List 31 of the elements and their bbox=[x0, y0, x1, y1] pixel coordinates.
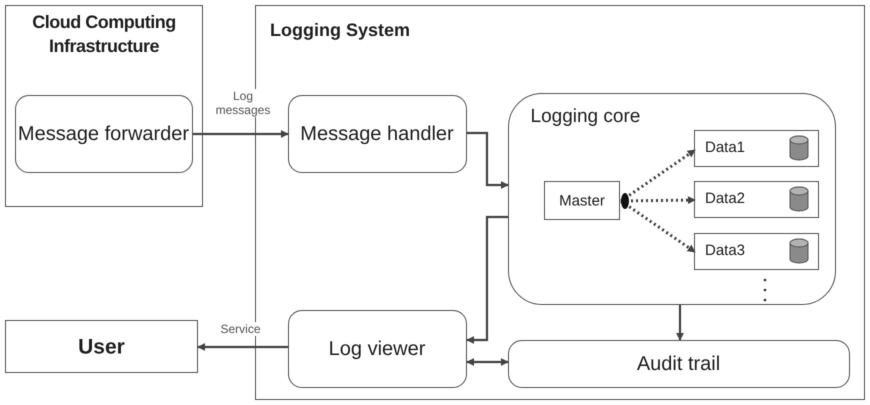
data-box bbox=[694, 233, 819, 270]
dotted-arrow bbox=[620, 148, 696, 202]
data-box bbox=[694, 130, 819, 167]
node-label: User bbox=[77, 334, 126, 360]
arrow bbox=[466, 216, 508, 344]
node-label: Log viewer bbox=[328, 336, 426, 362]
data-box bbox=[694, 181, 819, 218]
arrow bbox=[676, 305, 684, 341]
arrow bbox=[467, 132, 509, 189]
arrow bbox=[197, 343, 288, 351]
arrow bbox=[466, 358, 509, 366]
node-label: Message handler bbox=[299, 122, 455, 146]
process-box bbox=[544, 181, 620, 220]
group-heading: Cloud Computing Infrastructure bbox=[31, 11, 177, 58]
node-label: Audit trail bbox=[636, 352, 722, 376]
process-box bbox=[288, 94, 466, 172]
process-box bbox=[288, 310, 466, 388]
node-label: Master bbox=[558, 191, 606, 211]
node-label: Data1 bbox=[705, 139, 746, 156]
arrow bbox=[193, 130, 289, 138]
process-box bbox=[14, 94, 192, 172]
group-box bbox=[508, 92, 836, 304]
dotted-arrow bbox=[620, 200, 696, 254]
group-heading: Logging System bbox=[270, 20, 410, 41]
process-box bbox=[5, 320, 198, 373]
group-frame bbox=[5, 5, 203, 207]
group-heading: Logging core bbox=[530, 106, 640, 128]
node-label: Data3 bbox=[705, 242, 746, 259]
process-box bbox=[508, 340, 850, 388]
node-label: Message forwarder bbox=[16, 122, 190, 146]
node-label: Data2 bbox=[705, 190, 746, 207]
